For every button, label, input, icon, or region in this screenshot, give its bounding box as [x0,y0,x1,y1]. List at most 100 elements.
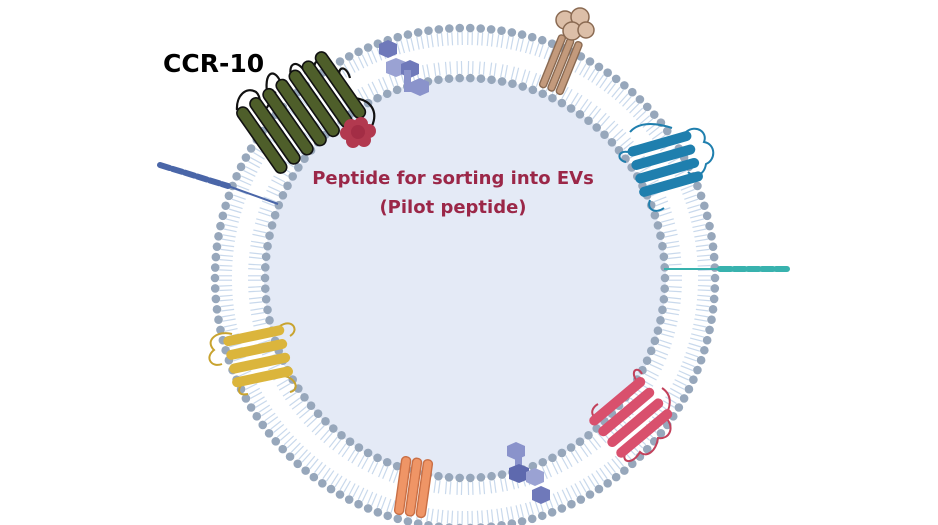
lipid-head [527,32,537,42]
lipid-head [211,294,221,304]
lipid-tail [696,304,710,308]
lipid-tail [504,477,508,491]
lipid-head [300,154,309,164]
lipid-head [584,431,593,440]
lipid-tail [250,307,264,311]
lipid-tail [674,170,687,177]
lipid-tail [500,508,504,522]
lipid-tail [317,464,327,476]
lipid-tail [667,157,680,165]
lipid-tail [248,268,262,270]
lipid-tail [556,491,563,505]
lipid-tail [515,37,520,51]
lipid-tail [664,233,678,238]
lipid-head [656,315,665,325]
lipid-tail [678,370,691,377]
lipid-tail [253,322,267,327]
lipid-tail [667,252,681,255]
lipid-head [373,93,382,103]
lipid-tail [490,509,494,523]
lipid-tail [635,110,647,121]
lipid-tail [680,184,694,191]
lipid-tail [519,504,524,518]
lipid-head [337,431,346,440]
lipid-head [709,252,719,262]
lipid-tail [697,284,711,287]
lipid-tail [682,361,695,368]
lipid-head [224,191,234,201]
lipid-tail [325,470,335,482]
lipid-tail [219,294,233,297]
lipid-tail [687,204,701,210]
lipid-head [214,232,223,241]
lipid-tail [357,455,365,468]
lipid-tail [219,284,233,287]
lipid-tail [430,508,434,522]
lipid-tail [449,61,452,75]
lipid-tail [599,76,608,89]
lipid-head [444,473,454,482]
lipid-tail [529,501,534,515]
lipid-tail [245,383,258,390]
lipid-head [497,470,507,479]
lipid-tail [623,140,634,150]
lipid-head [373,508,383,517]
lipid-tail [444,481,448,495]
lipid-tail [662,222,676,228]
lipid-tail [228,208,242,214]
lipid-head [486,25,496,34]
lipid-tail [221,244,235,248]
lipid-tail [524,502,530,516]
lipid-tail [239,179,252,186]
lipid-tail [697,294,711,297]
lipid-tail [622,96,632,107]
lipid-tail [607,83,616,95]
lipid-tail [255,400,268,408]
lipid-tail [510,66,515,80]
lipid-tail [588,105,598,117]
lipid-tail [587,68,596,81]
lipid-tail [551,462,559,475]
lipid-tail [574,94,583,107]
lipid-head [594,62,604,72]
lipid-head [210,273,220,283]
lipid-tail [266,416,279,425]
lipid-head [260,284,270,293]
lipid-head [294,163,303,172]
lipid-tail [534,500,540,513]
lipid-tail [253,396,265,405]
lipid-tail [639,165,652,174]
lipid-tail [529,41,534,55]
lipid-head [693,365,702,375]
lipid-tail [301,452,312,463]
tetraspanin-top-icon [379,40,429,96]
lipid-head [326,484,336,494]
lipid-tail [323,432,333,444]
lipid-tail [595,74,605,86]
lipid-tail [390,500,396,513]
lipid-tail [661,218,674,223]
lipid-tail [665,240,679,244]
lipid-tail [614,455,624,467]
lipid-tail [248,387,261,396]
lipid-tail [224,224,238,228]
lipid-tail [314,425,325,436]
lipid-tail [565,88,573,101]
lipid-tail [687,346,701,352]
lipid-tail [565,487,573,500]
lipid-tail [664,318,678,323]
lipid-tail [693,228,707,233]
lipid-tail [332,439,342,451]
lipid-tail [268,363,281,371]
lipid-head [557,98,567,108]
lipid-head [548,453,557,463]
lipid-head [363,448,373,458]
lipid-tail [347,449,356,462]
lipid-tail [579,63,587,76]
tetraspanin-bottom-icon [507,442,550,504]
lipid-tail [223,323,237,328]
lipid-head [413,28,423,37]
lipid-head [709,294,719,304]
lipid-tail [426,64,430,78]
lipid-tail [588,439,598,451]
